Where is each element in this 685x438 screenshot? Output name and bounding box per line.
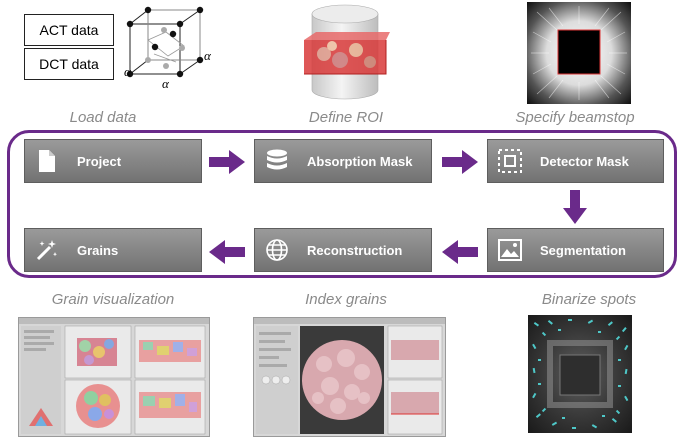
step-project-label: Project (77, 153, 122, 169)
dct-data-tag: DCT data (24, 48, 114, 80)
step-reconstruction-button[interactable]: Reconstruction (254, 228, 432, 272)
image-icon (488, 229, 532, 271)
magic-wand-icon (25, 229, 69, 271)
act-data-label: ACT data (39, 22, 99, 38)
arrow-down-icon (563, 190, 587, 224)
workflow-frame (7, 130, 677, 278)
document-icon (25, 140, 69, 182)
arrow-right-icon (442, 150, 478, 174)
arrow-left-icon (209, 240, 245, 264)
globe-icon (255, 229, 299, 271)
step-reconstruction-label: Reconstruction (307, 242, 403, 258)
focus-frame-icon (488, 140, 532, 182)
arrow-right-icon (209, 150, 245, 174)
lattice-alpha-label: α (124, 64, 131, 79)
step-detector-mask-button[interactable]: Detector Mask (487, 139, 664, 183)
caption-specify-beamstop: Specify beamstop (515, 109, 635, 126)
caption-define-roi: Define ROI (308, 109, 384, 126)
lattice-alpha-label: α (162, 76, 169, 91)
step-absorption-mask-button[interactable]: Absorption Mask (254, 139, 432, 183)
caption-binarize-spots: Binarize spots (541, 291, 637, 308)
caption-grain-visualization: Grain visualization (51, 291, 175, 308)
step-detector-mask-label: Detector Mask (540, 153, 629, 169)
step-grains-label: Grains (77, 242, 119, 258)
step-absorption-mask-label: Absorption Mask (307, 153, 413, 169)
step-segmentation-button[interactable]: Segmentation (487, 228, 664, 272)
step-segmentation-label: Segmentation (540, 242, 626, 258)
database-icon (255, 140, 299, 182)
sample-roi-image (304, 4, 390, 100)
lattice-alpha-label: α (204, 48, 211, 63)
index-grains-screenshot (253, 317, 446, 437)
act-data-tag: ACT data (24, 14, 114, 46)
crystal-lattice-image (126, 6, 204, 78)
detector-beamstop-image (527, 2, 631, 104)
grain-visualization-screenshot (18, 317, 210, 437)
caption-index-grains: Index grains (305, 291, 387, 308)
step-grains-button[interactable]: Grains (24, 228, 202, 272)
arrow-left-icon (442, 240, 478, 264)
dct-data-label: DCT data (39, 56, 99, 72)
caption-load-data: Load data (69, 109, 137, 126)
binarized-spots-image (528, 315, 632, 433)
step-project-button[interactable]: Project (24, 139, 202, 183)
